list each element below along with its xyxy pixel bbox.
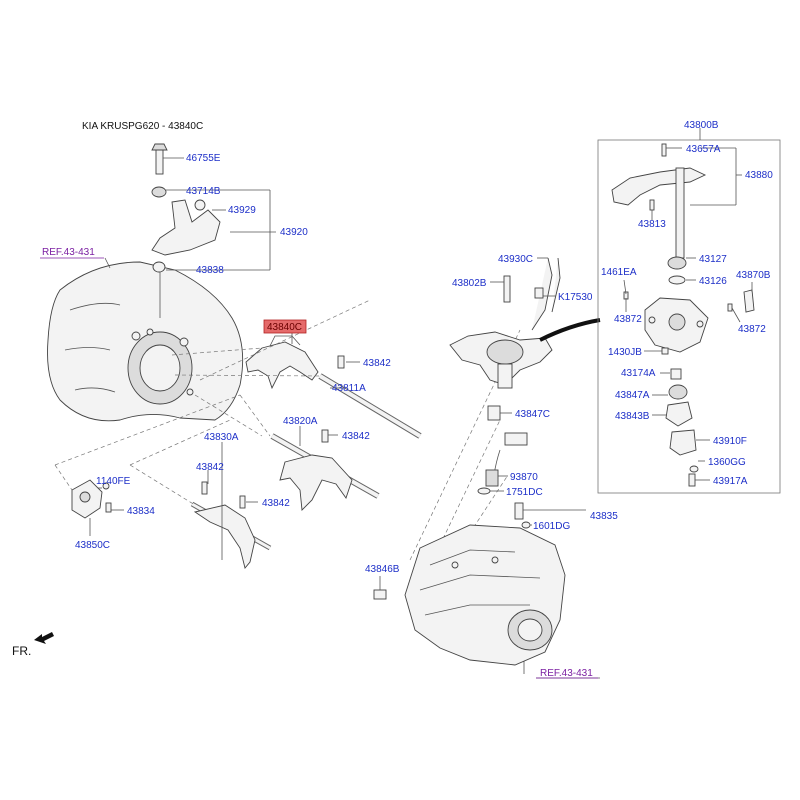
shift-fork-43840c (245, 335, 319, 390)
reference-label-left[interactable]: REF.43-431 (42, 247, 95, 258)
reference-label-right[interactable]: REF.43-431 (540, 668, 593, 679)
label-43847A[interactable]: 43847A (615, 390, 650, 401)
bracket-43850c (71, 479, 112, 519)
label-43850C[interactable]: 43850C (75, 540, 110, 551)
label-43834[interactable]: 43834 (127, 506, 155, 517)
label-43820A[interactable]: 43820A (283, 416, 318, 427)
label-93870[interactable]: 93870 (510, 472, 538, 483)
leader-lines-right (623, 147, 753, 481)
label-K17530[interactable]: K17530 (558, 292, 593, 303)
reference-markers (40, 257, 598, 679)
shift-control-center (449, 257, 601, 421)
transmission-case-left (47, 261, 244, 422)
label-43657A[interactable]: 43657A (686, 144, 721, 155)
assembly-box-43800b (597, 128, 781, 494)
label-43920[interactable]: 43920 (280, 227, 308, 238)
transmission-case-bottom (404, 524, 566, 666)
label-1751DC[interactable]: 1751DC (506, 487, 543, 498)
label-43838[interactable]: 43838 (196, 265, 224, 276)
label-1430JB[interactable]: 1430JB (608, 347, 642, 358)
label-1360GG[interactable]: 1360GG (708, 457, 746, 468)
label-43842-a[interactable]: 43842 (363, 358, 391, 369)
diagram-title: KIA KRUSPG620 - 43840C (82, 121, 204, 132)
label-43842-d[interactable]: 43842 (262, 498, 290, 509)
label-43842-b[interactable]: 43842 (342, 431, 370, 442)
label-43830A[interactable]: 43830A (204, 432, 239, 443)
label-43872-left[interactable]: 43872 (614, 314, 642, 325)
label-43800B[interactable]: 43800B (684, 120, 719, 131)
label-1601DG[interactable]: 1601DG (533, 521, 570, 532)
front-direction-arrow (34, 632, 54, 644)
label-1461EA[interactable]: 1461EA (601, 267, 637, 278)
label-43811A[interactable]: 43811A (332, 383, 366, 394)
label-43840C-highlighted[interactable]: 43840C (267, 322, 302, 333)
label-43126[interactable]: 43126 (699, 276, 727, 287)
label-43843B[interactable]: 43843B (615, 411, 650, 422)
sensor-93870 (373, 432, 531, 600)
label-43813[interactable]: 43813 (638, 219, 666, 230)
label-43930C[interactable]: 43930C (498, 254, 533, 265)
label-43174A[interactable]: 43174A (621, 368, 656, 379)
label-43714B[interactable]: 43714B (186, 186, 221, 197)
leader-lines-middle-left (89, 332, 360, 560)
label-43872-right[interactable]: 43872 (738, 324, 766, 335)
label-43847C[interactable]: 43847C (515, 409, 550, 420)
label-1140FE[interactable]: 1140FE (96, 476, 131, 487)
label-43917A[interactable]: 43917A (713, 476, 748, 487)
part-labels: 46755E 43714B 43929 43920 43838 REF.43-4… (12, 120, 773, 679)
label-43846B[interactable]: 43846B (365, 564, 400, 575)
label-43835[interactable]: 43835 (590, 511, 618, 522)
label-43802B[interactable]: 43802B (452, 278, 487, 289)
front-direction-label: FR. (12, 644, 31, 658)
leader-lines-top-left (104, 157, 276, 318)
label-43870B[interactable]: 43870B (736, 270, 771, 281)
label-43842-c[interactable]: 43842 (196, 462, 224, 473)
highlight-box-43840c (263, 319, 307, 334)
label-43880[interactable]: 43880 (745, 170, 773, 181)
label-43929[interactable]: 43929 (228, 205, 256, 216)
label-43910F[interactable]: 43910F (713, 436, 747, 447)
label-43127[interactable]: 43127 (699, 254, 727, 265)
shift-lever-bracket (151, 143, 221, 273)
label-46755E[interactable]: 46755E (186, 153, 221, 164)
shift-rails (190, 355, 422, 569)
